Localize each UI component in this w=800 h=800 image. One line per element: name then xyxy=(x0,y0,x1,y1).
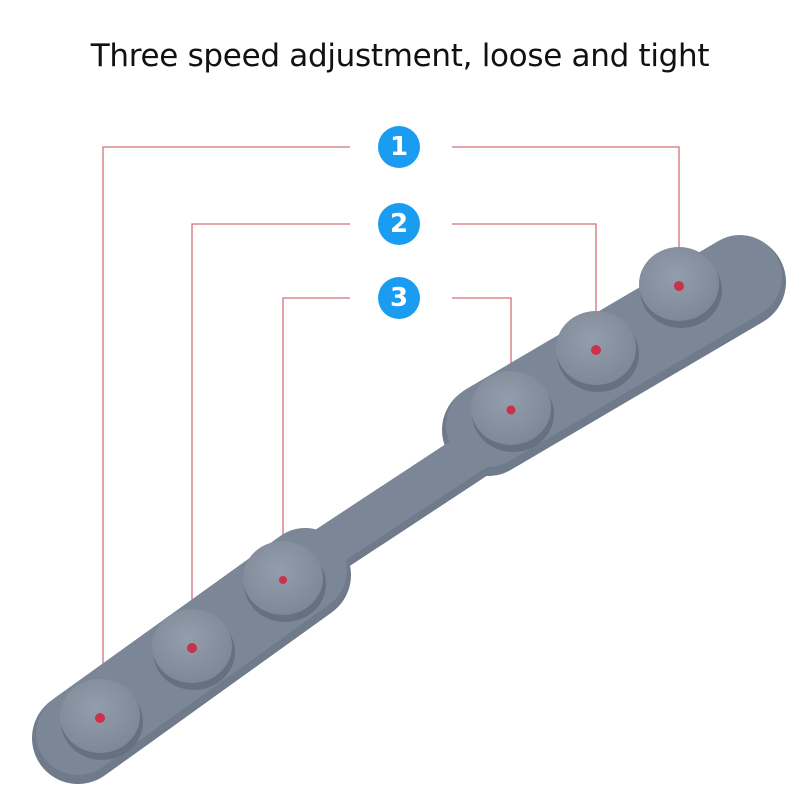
marker-badge-1: 1 xyxy=(378,126,420,168)
marker-dots xyxy=(95,281,684,723)
leader-line-3-left xyxy=(282,297,350,580)
leader-lines xyxy=(102,146,680,718)
marker-badge-3: 3 xyxy=(378,277,420,319)
marker-badge-2: 2 xyxy=(378,203,420,245)
leader-line-1-left xyxy=(102,146,350,718)
leader-line-1-right xyxy=(452,146,680,286)
leader-line-2-right xyxy=(452,223,597,350)
leader-line-2-left xyxy=(191,223,350,648)
headline: Three speed adjustment, loose and tight xyxy=(90,38,710,74)
